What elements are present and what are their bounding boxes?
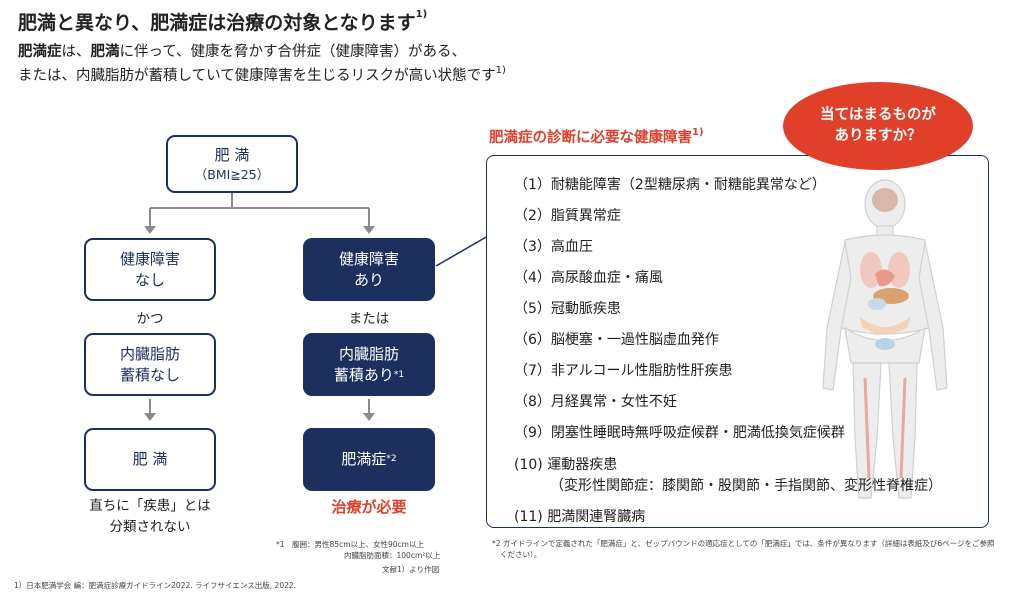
and-connector: かつ [136,311,164,327]
list-item: （4）高尿酸血症・痛風 [514,270,663,286]
footnote-2-line-2: ください）。 [500,550,542,559]
footnote-1-line-2: 内臓脂肪面積：100cm²以上 [344,551,441,560]
list-item: （1）耐糖能障害（2型糖尿病・耐糖能異常など） [514,177,826,193]
obesity-result-box: 肥 満 [84,428,216,491]
obesity-disease-box: 肥満症*2 [303,428,435,491]
list-item: （6）脳梗塞・一過性脳虚血発作 [514,332,719,348]
list-item: （5）冠動脈疾患 [514,301,621,317]
list-item: （8）月経異常・女性不妊 [514,394,677,410]
intro-line-1: 肥満症は、肥満に伴って、健康を脅かす合併症（健康障害）がある、 [18,44,467,60]
not-disease-caption: 直ちに「疾患」とは分類されない [89,498,211,535]
visceral-fat-box: 内臓脂肪 蓄積あり*1 [303,333,435,396]
list-item: (11) 肥満関連腎臓病 [514,509,646,525]
reference-1: 1）日本肥満学会 編：肥満症診療ガイドライン2022. ライフサイエンス出版, … [14,581,297,590]
treatment-required: 治療が必要 [331,498,407,516]
list-item: (10) 運動器疾患 [514,457,618,473]
list-item: （9）閉塞性睡眠時無呼吸症候群・肥満低換気症候群 [514,425,845,441]
diagnosis-panel-title: 肥満症の診断に必要な健康障害1) [489,127,704,146]
list-item: （7）非アルコール性脂肪性肝疾患 [514,363,733,379]
list-item-detail: （変形性関節症：膝関節・股関節・手指関節、変形性脊椎症） [550,478,942,494]
page-title: 肥満と異なり、肥満症は治療の対象となります1) [18,9,428,34]
list-item: （2）脂質異常症 [514,208,621,224]
footnote-2-line-1: *2 ガイドラインで定義された「肥満症」と、ゼップバウンドの適応症としての「肥満… [492,539,995,548]
list-item: （3）高血圧 [514,239,593,255]
footnote-1-source: 文献1）より作図 [382,565,440,574]
obesity-top-box: 肥 満 （BMI≧25） [166,135,298,193]
no-health-disorder-box: 健康障害なし [84,238,216,301]
human-body-illustration [822,179,948,499]
intro-line-2: または、内臓脂肪が蓄積していて健康障害を生じるリスクが高い状態です1) [18,65,506,84]
footnote-1-line-1: *1 腹囲：男性85cm以上、女性90cm以上 [276,540,424,549]
or-connector: または [348,311,390,327]
question-bubble: 当てはまるものがありますか？ [783,82,973,170]
health-disorder-box: 健康障害あり [303,238,435,301]
no-visceral-fat-box: 内臓脂肪蓄積なし [84,333,216,396]
